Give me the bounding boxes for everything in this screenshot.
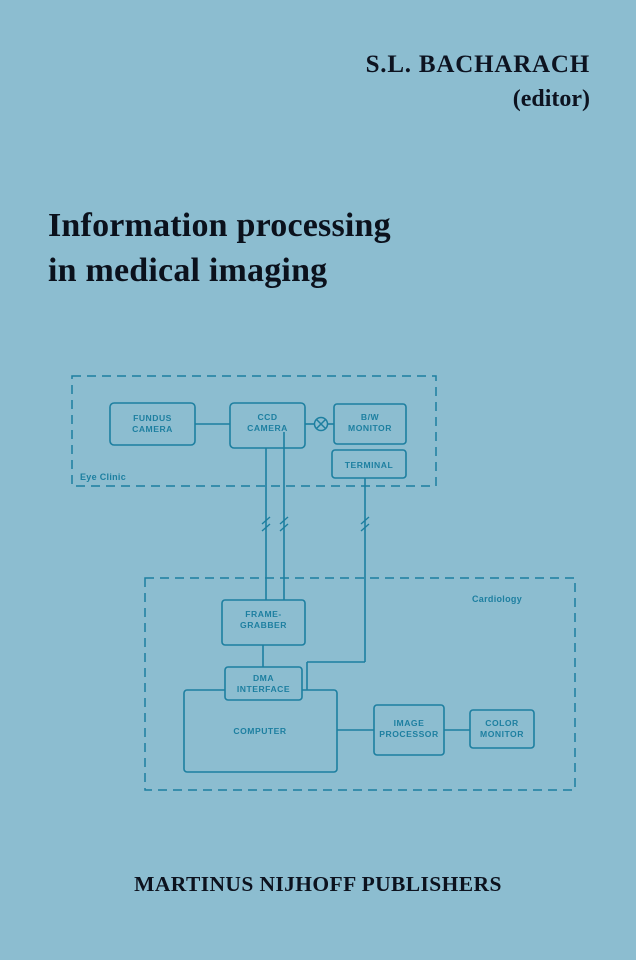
node-bw-monitor: B/W MONITOR: [333, 403, 407, 445]
page-title: Information processing in medical imagin…: [48, 204, 391, 294]
node-dma-interface-label-2: INTERFACE: [237, 684, 290, 694]
node-image-processor-label-1: IMAGE: [394, 718, 425, 728]
zone-eye-clinic-label: Eye Clinic: [80, 472, 126, 482]
node-fundus-camera: FUNDUS CAMERA: [109, 402, 196, 446]
node-bw-monitor-label-1: B/W: [361, 412, 380, 422]
node-computer-label-1: COMPUTER: [233, 726, 286, 736]
author-block: S.L. BACHARACH (editor): [365, 51, 590, 114]
node-dma-interface-label-1: DMA: [253, 673, 274, 683]
node-image-processor: IMAGE PROCESSOR: [373, 704, 445, 756]
node-fundus-camera-label-1: FUNDUS: [133, 413, 172, 423]
node-color-monitor: COLOR MONITOR: [469, 709, 535, 749]
node-color-monitor-label-1: COLOR: [485, 718, 519, 728]
node-ccd-camera-label-2: CAMERA: [247, 423, 288, 433]
cable-break-marks: [261, 516, 370, 532]
title-line-2: in medical imaging: [48, 251, 328, 289]
node-frame-grabber: FRAME- GRABBER: [221, 599, 306, 646]
node-terminal: TERMINAL: [331, 449, 407, 479]
zone-cardiology-label: Cardiology: [472, 594, 522, 604]
signal-junction-icon: [313, 416, 329, 432]
node-image-processor-label-2: PROCESSOR: [379, 729, 439, 739]
title-line-1: Information processing: [48, 207, 391, 244]
node-frame-grabber-label-1: FRAME-: [245, 609, 281, 619]
node-dma-interface: DMA INTERFACE: [224, 666, 303, 701]
author-role: (editor): [512, 86, 590, 113]
node-color-monitor-label-2: MONITOR: [480, 729, 524, 739]
node-ccd-camera-label-1: CCD: [257, 412, 277, 422]
publisher-name: MARTINUS NIJHOFF PUBLISHERS: [134, 872, 502, 896]
author-name: S.L. BACHARACH: [365, 51, 590, 78]
node-bw-monitor-label-2: MONITOR: [348, 423, 392, 433]
node-computer: COMPUTER: [183, 689, 338, 773]
node-ccd-camera: CCD CAMERA: [229, 402, 306, 449]
zone-cardiology-border: [144, 577, 576, 791]
zone-eye-clinic-border: [71, 375, 437, 487]
node-terminal-label-1: TERMINAL: [345, 460, 393, 470]
node-frame-grabber-label-2: GRABBER: [240, 620, 287, 630]
node-fundus-camera-label-2: CAMERA: [132, 424, 173, 434]
